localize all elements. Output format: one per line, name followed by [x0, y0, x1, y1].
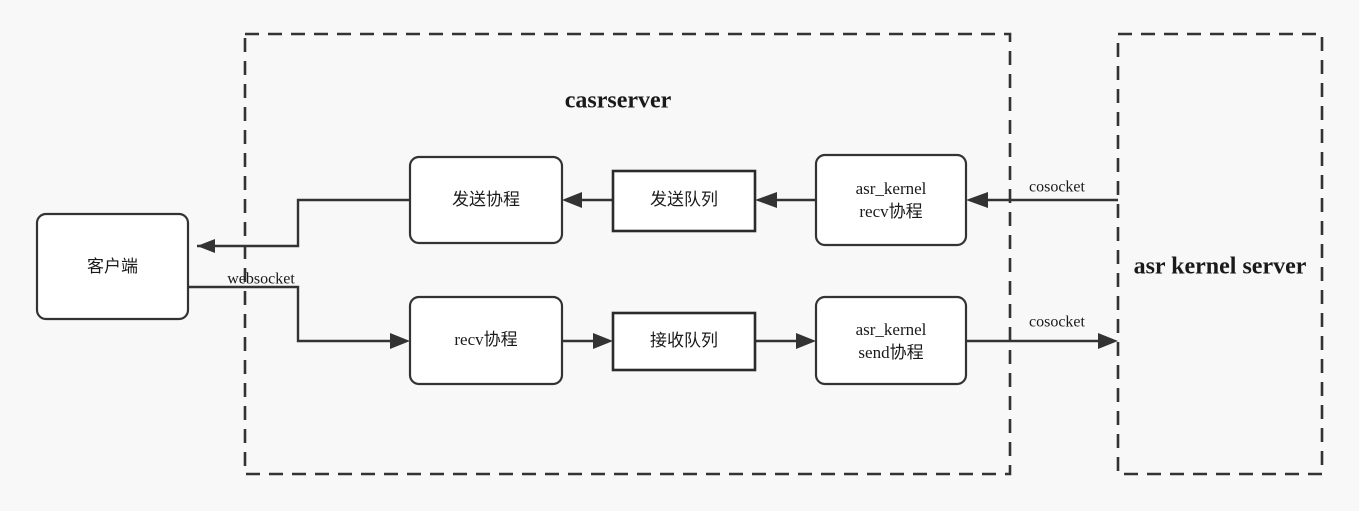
casrserver-boundary	[243, 32, 1012, 476]
recv-coroutine-label: recv协程	[454, 330, 517, 349]
send-queue-box[interactable]	[611, 169, 757, 233]
recv-queue-box[interactable]	[611, 311, 757, 372]
arrowhead-left-icon	[562, 192, 582, 208]
node-asr-kernel-send-coroutine[interactable]: asr_kernel send协程	[814, 295, 968, 386]
edge-label-cosocket-top: cosocket	[1029, 179, 1086, 196]
edge-line	[197, 198, 410, 248]
edge-client-to-recv-coroutine	[188, 285, 410, 349]
send-coroutine-label: 发送协程	[452, 190, 520, 209]
asr-kernel-send-coroutine-label-line1: asr_kernel	[856, 320, 927, 339]
edge-send-coroutine-to-client: websocket	[197, 198, 410, 288]
edge-line	[188, 285, 392, 343]
group-asr-kernel-server: asr kernel server	[1116, 32, 1324, 476]
edge-recv-queue-to-asr-kernel-send	[755, 333, 816, 349]
edge-asr-kernel-recv-to-send-queue	[755, 192, 816, 208]
edge-asr-kernel-send-to-asr-kernel-server: cosocket	[966, 314, 1118, 349]
node-send-queue[interactable]: 发送队列	[611, 169, 757, 233]
edge-label-cosocket-bottom: cosocket	[1029, 314, 1086, 331]
send-coroutine-box[interactable]	[408, 155, 564, 245]
asr-kernel-recv-coroutine-label-line1: asr_kernel	[856, 179, 927, 198]
node-client[interactable]: 客户端	[35, 212, 190, 321]
edge-send-queue-to-send-coroutine	[562, 192, 613, 208]
arrowhead-right-icon	[593, 333, 613, 349]
edge-asr-kernel-server-to-asr-kernel-recv: cosocket	[966, 179, 1118, 208]
asr-kernel-send-coroutine-label-line2: send协程	[858, 343, 923, 362]
group-casrserver: casrserver	[243, 32, 1012, 476]
asr-kernel-server-boundary	[1116, 32, 1324, 476]
asr-kernel-send-coroutine-box[interactable]	[814, 295, 968, 386]
node-asr-kernel-recv-coroutine[interactable]: asr_kernel recv协程	[814, 153, 968, 247]
arrowhead-right-icon	[796, 333, 816, 349]
edge-label-websocket: websocket	[227, 271, 295, 288]
edge-recv-coroutine-to-recv-queue	[562, 333, 613, 349]
arrowhead-left-icon	[966, 192, 988, 208]
send-queue-label: 发送队列	[650, 190, 718, 209]
arrowhead-left-icon	[197, 239, 215, 253]
arrowhead-left-icon	[755, 192, 777, 208]
arrowhead-right-icon	[1098, 333, 1118, 349]
recv-coroutine-box[interactable]	[408, 295, 564, 386]
node-send-coroutine[interactable]: 发送协程	[408, 155, 564, 245]
node-recv-coroutine[interactable]: recv协程	[408, 295, 564, 386]
asr-kernel-recv-coroutine-label-line2: recv协程	[859, 202, 922, 221]
node-recv-queue[interactable]: 接收队列	[611, 311, 757, 372]
client-label: 客户端	[87, 257, 138, 276]
arrowhead-right-icon	[390, 333, 410, 349]
asr-kernel-server-title: asr kernel server	[1134, 254, 1307, 280]
casrserver-title: casrserver	[565, 88, 672, 114]
recv-queue-label: 接收队列	[650, 331, 718, 350]
client-box[interactable]	[35, 212, 190, 321]
asr-kernel-recv-coroutine-box[interactable]	[814, 153, 968, 247]
